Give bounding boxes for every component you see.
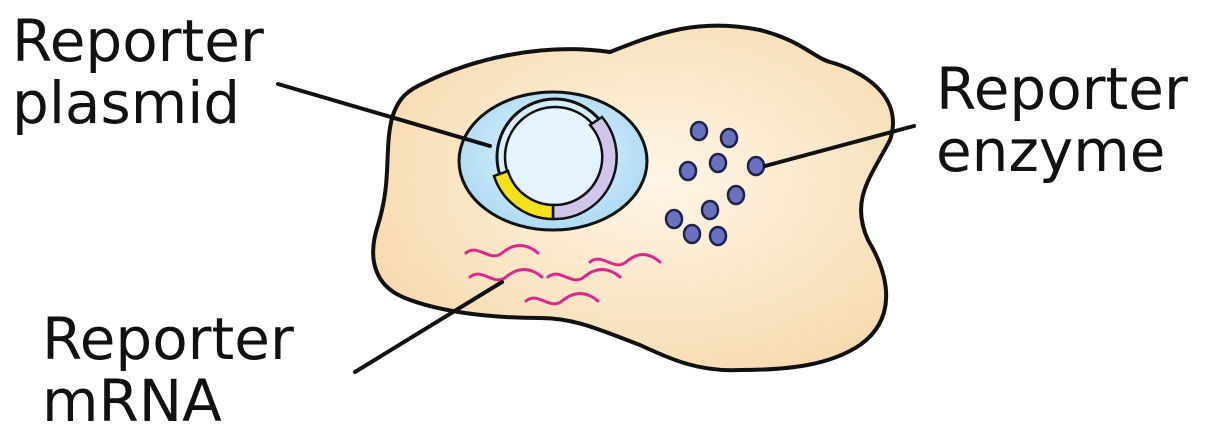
reporter-plasmid-label-line2: plasmid: [12, 72, 264, 134]
reporter-mrna-label-line2: mRNA: [42, 370, 294, 432]
enzyme-dot: [710, 154, 726, 172]
enzyme-dot: [710, 227, 726, 245]
reporter-enzyme-label-line1: Reporter: [936, 58, 1188, 120]
enzyme-dot: [748, 157, 764, 175]
enzyme-dot: [684, 225, 700, 243]
reporter-plasmid: [494, 99, 617, 219]
reporter-mrna-label: Reporter mRNA: [42, 308, 294, 432]
reporter-plasmid-label-line1: Reporter: [12, 10, 264, 72]
enzyme-dot: [702, 201, 718, 219]
enzyme-dot: [728, 186, 744, 204]
enzyme-dot: [680, 162, 696, 180]
reporter-enzyme-label: Reporter enzyme: [936, 58, 1188, 182]
enzyme-dot: [666, 210, 682, 228]
reporter-mrna-label-line1: Reporter: [42, 308, 294, 370]
enzyme-dot: [721, 129, 737, 147]
enzyme-dot: [691, 122, 707, 140]
reporter-enzyme-label-line2: enzyme: [936, 120, 1188, 182]
reporter-plasmid-label: Reporter plasmid: [12, 10, 264, 134]
